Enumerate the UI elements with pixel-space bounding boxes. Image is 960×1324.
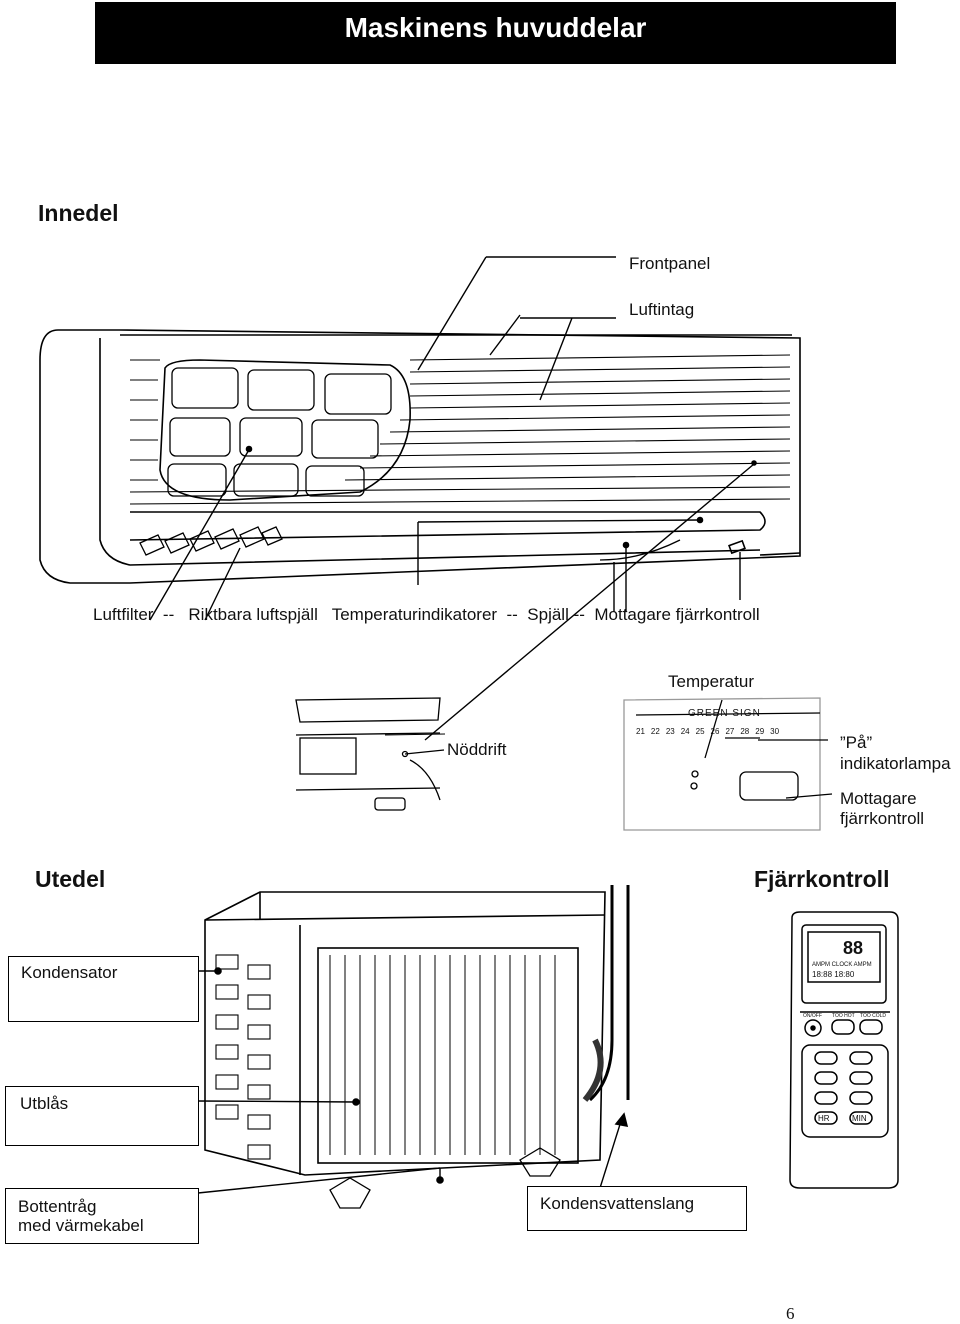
label-fjarrkontroll: fjärrkontroll: [840, 809, 925, 828]
label-bottentrag-line2: med värmekabel: [18, 1216, 144, 1235]
temp-mark: 24: [680, 727, 690, 736]
label-noddrift: Nöddrift: [447, 740, 507, 759]
label-frontpanel: Frontpanel: [629, 254, 711, 273]
remote-lcd-time: 18:88 18:80: [812, 970, 855, 979]
label-temperatur: Temperatur: [668, 672, 754, 691]
air-filter: [159, 359, 411, 501]
outdoor-unit: [204, 885, 630, 1209]
label-kondensvattenslang-text: Kondensvattenslang: [540, 1194, 695, 1213]
remote-toohot-label: TOO HOT: [832, 1013, 855, 1019]
remote-control: [789, 911, 899, 1189]
temp-mark: 22: [650, 727, 660, 736]
label-pa: ”På”: [840, 733, 873, 752]
label-luftintag: Luftintag: [629, 300, 695, 319]
temp-mark: 21: [636, 727, 645, 736]
indoor-parts-caption: Luftfilter -- Riktbara luftspjäll Temper…: [93, 605, 760, 624]
temp-mark: 29: [755, 727, 765, 736]
remote-heading: Fjärrkontroll: [754, 866, 890, 892]
temp-mark: 28: [740, 727, 750, 736]
label-indikatorlampa: indikatorlampa: [840, 754, 951, 773]
indoor-unit-body: [39, 329, 801, 584]
remote-toocold-label: TOO COLD: [860, 1013, 887, 1019]
temp-mark: 25: [695, 727, 705, 736]
display-panel-detail: [623, 697, 833, 831]
label-utblas-text: Utblås: [20, 1094, 69, 1113]
remote-lcd-row: AMPM CLOCK AMPM: [812, 962, 872, 968]
page-title: Maskinens huvuddelar: [344, 12, 647, 43]
label-bottentrag-line1: Bottentråg: [18, 1197, 97, 1216]
temp-mark: 26: [710, 727, 720, 736]
temp-mark: 23: [665, 727, 675, 736]
temp-mark: 30: [770, 727, 780, 736]
temp-mark: 27: [725, 727, 735, 736]
remote-lcd-temp: 88: [843, 938, 864, 958]
label-kondensvattenslang: Kondensvattenslang: [527, 1186, 747, 1231]
label-kondensator: Kondensator: [8, 956, 199, 1022]
temperature-scale: 21 22 23 24 25 26 27 28 29 30: [636, 727, 779, 736]
remote-onoff-label: ON/OFF: [803, 1013, 822, 1019]
label-mottagare: Mottagare: [840, 789, 917, 808]
outdoor-heading: Utedel: [35, 866, 106, 892]
remote-min-label: MIN: [852, 1114, 867, 1123]
label-bottentrag: Bottentråg med värmekabel: [5, 1188, 199, 1244]
title-bar: Maskinens huvuddelar: [95, 2, 896, 64]
label-utblas: Utblås: [5, 1086, 199, 1146]
emergency-panel-detail: [295, 697, 446, 811]
label-kondensator-text: Kondensator: [21, 963, 118, 982]
indoor-heading: Innedel: [38, 200, 119, 226]
remote-hr-label: HR: [818, 1114, 830, 1123]
page-number: 6: [786, 1304, 795, 1323]
panel-brand: GREEN SIGN: [688, 708, 761, 719]
